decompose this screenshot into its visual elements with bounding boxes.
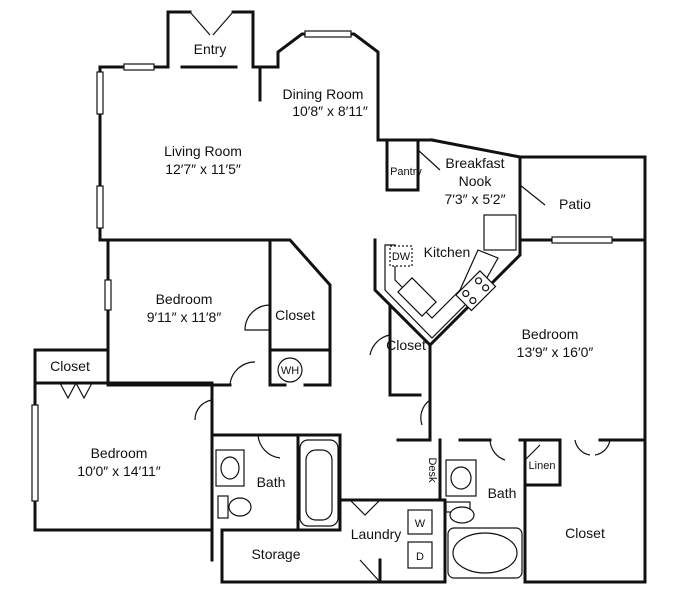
label-laundry: Laundry xyxy=(351,526,402,542)
bath1-vanity xyxy=(215,449,245,487)
bedroom1-walls xyxy=(106,238,332,387)
window-patio xyxy=(551,236,613,244)
label-bedroom3-name: Bedroom xyxy=(522,326,579,342)
label-breakfast-2: Nook xyxy=(459,173,493,189)
label-pantry: Pantry xyxy=(390,166,422,178)
bath2-toilet-icon xyxy=(449,506,475,524)
kitchen-walls xyxy=(373,238,522,397)
label-dryer: D xyxy=(416,551,424,563)
label-linen: Linen xyxy=(529,460,556,472)
refrigerator xyxy=(483,214,517,251)
window-living-top xyxy=(123,63,155,71)
door-bedroom1 xyxy=(229,361,256,386)
label-dw: DW xyxy=(392,251,411,263)
label-closet-big: Closet xyxy=(565,525,605,541)
label-bath1: Bath xyxy=(257,474,286,490)
storage-laundry-walls xyxy=(220,498,447,584)
bath1-toilet-icon xyxy=(228,497,252,517)
bath1-walls xyxy=(210,433,342,532)
bedroom2-walls xyxy=(33,348,342,562)
door-closet-kitchen xyxy=(369,334,391,356)
label-dining-size: 10′8″ x 8′11″ xyxy=(292,103,368,119)
window-dining-bay xyxy=(304,30,352,38)
window-bedroom2-west xyxy=(31,404,39,502)
label-dining-name: Dining Room xyxy=(283,86,364,102)
door-bedroom2 xyxy=(194,399,213,421)
label-living-size: 12′7″ x 11′5″ xyxy=(165,161,241,177)
bath1-toilet-tank xyxy=(217,495,229,519)
washer-icon xyxy=(407,509,433,535)
fixtures xyxy=(215,214,523,579)
doors xyxy=(59,11,611,583)
door-patio xyxy=(519,184,546,206)
label-bedroom1-name: Bedroom xyxy=(156,291,213,307)
bath2-tub xyxy=(447,527,523,579)
label-bedroom3-size: 13′9″ x 16′0″ xyxy=(517,344,594,360)
window-living-west-1 xyxy=(96,71,104,115)
label-patio: Patio xyxy=(559,196,591,212)
door-bath2 xyxy=(489,439,506,461)
bathtub-inner xyxy=(305,449,333,521)
label-kitchen: Kitchen xyxy=(424,244,471,260)
door-closet-left xyxy=(59,382,93,400)
dishwasher xyxy=(389,245,413,267)
door-storage xyxy=(359,559,381,583)
window-bedroom1-west xyxy=(104,279,112,311)
door-pantry xyxy=(417,149,441,171)
label-breakfast-1: Breakfast xyxy=(445,155,504,171)
door-bedroom3 xyxy=(420,399,431,426)
label-closet-left: Closet xyxy=(50,358,90,374)
label-closet1: Closet xyxy=(275,307,315,323)
walls xyxy=(33,10,647,584)
bathtub xyxy=(299,439,339,527)
label-desk: Desk xyxy=(426,457,438,483)
window-living-west-2 xyxy=(96,185,104,229)
dryer-icon xyxy=(407,541,433,569)
label-wh: WH xyxy=(281,365,299,377)
label-living-name: Living Room xyxy=(164,143,242,159)
dining-room-walls xyxy=(251,32,380,142)
label-breakfast-size: 7′3″ x 5′2″ xyxy=(444,191,505,207)
label-bedroom1-size: 9′11″ x 11′8″ xyxy=(147,309,222,325)
bath2-sink-icon xyxy=(450,466,472,490)
bath2-tub-basin xyxy=(452,532,518,574)
labels: Entry Dining Room 10′8″ x 8′11″ Living R… xyxy=(50,41,605,563)
door-entry xyxy=(189,11,234,36)
bath1-sink-icon xyxy=(220,456,240,480)
door-laundry xyxy=(349,499,381,516)
entry-walls xyxy=(166,10,255,69)
label-bedroom2-name: Bedroom xyxy=(91,445,148,461)
windows xyxy=(31,30,613,502)
stove-icon xyxy=(455,270,497,312)
door-linen xyxy=(524,444,541,461)
label-storage: Storage xyxy=(251,546,300,562)
label-bedroom2-size: 10′0″ x 14′11″ xyxy=(77,463,160,479)
label-washer: W xyxy=(415,518,426,530)
kitchen-counter xyxy=(384,244,499,339)
water-heater-icon xyxy=(277,357,303,383)
door-closet1 xyxy=(244,304,271,331)
door-closet-big xyxy=(574,439,611,456)
label-closet-kitchen: Closet xyxy=(386,337,426,353)
kitchen-sink xyxy=(397,277,437,317)
label-bath2: Bath xyxy=(488,485,517,501)
label-entry: Entry xyxy=(194,41,227,57)
door-bath1 xyxy=(257,434,281,459)
bath2-closet-walls xyxy=(438,438,647,584)
